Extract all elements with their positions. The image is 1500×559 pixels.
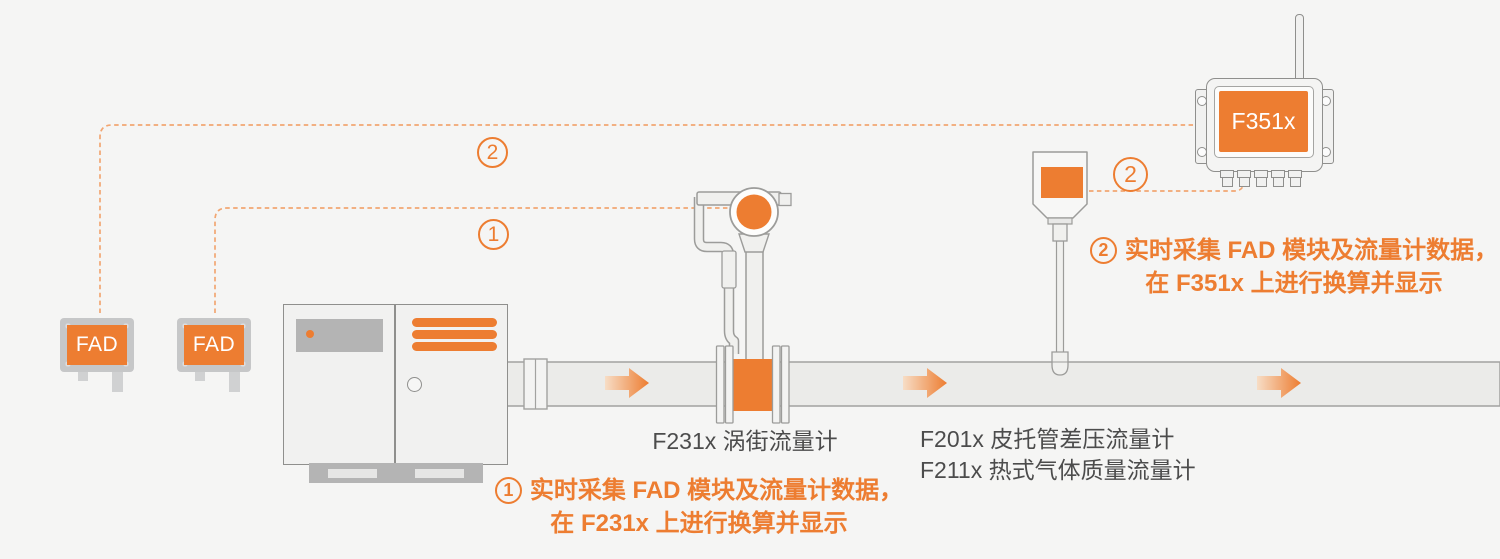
terminal-stub bbox=[1255, 177, 1267, 187]
label-probe-flowmeters: F201x 皮托管差压流量计 F211x 热式气体质量流量计 bbox=[920, 424, 1196, 486]
label-f201x-pitot: F201x 皮托管差压流量计 bbox=[920, 426, 1175, 452]
note-text: 实时采集 FAD 模块及流量计数据， bbox=[529, 477, 904, 504]
pipe-flange-left bbox=[523, 358, 548, 410]
note-number: 2 bbox=[1098, 240, 1109, 260]
marker-number: 1 bbox=[487, 222, 500, 246]
vent-bar bbox=[412, 342, 497, 351]
probe-tip bbox=[1051, 351, 1069, 376]
flange-bar bbox=[724, 345, 734, 424]
base-foot bbox=[415, 469, 464, 478]
marker-number: 2 bbox=[486, 140, 499, 164]
fad-leg bbox=[78, 372, 88, 381]
sensor-display bbox=[1041, 167, 1083, 198]
conduit-tube-fill bbox=[695, 197, 738, 354]
fad-screen: FAD bbox=[184, 325, 244, 365]
fad-screen: FAD bbox=[67, 325, 127, 365]
fad-frame: FAD bbox=[177, 318, 251, 372]
note-1: 1 实时采集 FAD 模块及流量计数据， 在 F231x 上进行换算并显示 bbox=[494, 474, 904, 540]
vent-bar bbox=[412, 330, 497, 339]
fad-leg bbox=[112, 372, 123, 392]
vent-bar bbox=[412, 318, 497, 327]
route-marker-1: 1 bbox=[478, 219, 509, 250]
power-indicator-dot bbox=[306, 330, 314, 338]
fad-frame: FAD bbox=[60, 318, 134, 372]
terminal-stub bbox=[1221, 177, 1233, 187]
meter-head-display bbox=[736, 194, 772, 230]
probe-rod bbox=[1055, 240, 1065, 354]
flow-arrow-icon bbox=[605, 368, 649, 398]
label-f231x-vortex: F231x 涡街流量计 bbox=[652, 428, 838, 454]
dashed-route-fad-to-f351x bbox=[99, 124, 1195, 313]
fad-label: FAD bbox=[75, 333, 119, 356]
flow-arrow-icon bbox=[903, 368, 947, 398]
note-1-number-icon: 1 bbox=[494, 477, 522, 504]
terminal-stub bbox=[1289, 177, 1301, 187]
bracket-tab bbox=[778, 192, 792, 207]
compressor-panel-divider bbox=[394, 305, 396, 463]
flow-arrow-icon bbox=[1257, 368, 1301, 398]
flange-bar bbox=[780, 345, 790, 424]
note-2-line-1: 2 实时采集 FAD 模块及流量计数据， bbox=[1088, 234, 1500, 267]
f351x-label: F351x bbox=[1231, 108, 1296, 134]
base-foot bbox=[328, 469, 377, 478]
route-marker-2-top: 2 bbox=[477, 137, 508, 168]
meter-body bbox=[733, 359, 773, 411]
marker-number: 2 bbox=[1124, 161, 1137, 187]
air-pipe bbox=[506, 361, 1500, 407]
flange-bar bbox=[715, 345, 725, 424]
antenna-icon bbox=[1295, 14, 1304, 82]
note-text: 实时采集 FAD 模块及流量计数据， bbox=[1124, 237, 1499, 264]
terminal-stub bbox=[1272, 177, 1284, 187]
note-1-line-2: 在 F231x 上进行换算并显示 bbox=[550, 510, 848, 537]
fad-leg bbox=[195, 372, 205, 381]
conduit-sleeve bbox=[721, 250, 737, 289]
note-2-line-2: 在 F351x 上进行换算并显示 bbox=[1145, 270, 1443, 297]
sensor-collar bbox=[1047, 217, 1073, 225]
door-knob bbox=[407, 377, 422, 392]
route-marker-2-sensor: 2 bbox=[1113, 157, 1148, 192]
label-f211x-thermal: F211x 热式气体质量流量计 bbox=[920, 457, 1196, 483]
compressor-base bbox=[309, 463, 483, 483]
flange-bar bbox=[771, 345, 781, 424]
sensor-neck bbox=[1052, 223, 1068, 242]
terminal-stub bbox=[1238, 177, 1250, 187]
meter-stem bbox=[745, 247, 764, 362]
note-number: 1 bbox=[503, 480, 514, 500]
note-1-line-1: 1 实时采集 FAD 模块及流量计数据， bbox=[494, 474, 904, 507]
dashed-route-fad-to-f231x bbox=[214, 207, 728, 313]
f351x-screen: F351x bbox=[1219, 91, 1308, 152]
note-2: 2 实时采集 FAD 模块及流量计数据， 在 F351x 上进行换算并显示 bbox=[1088, 234, 1500, 300]
fad-label: FAD bbox=[192, 333, 236, 356]
vortex-flowmeter-f231x bbox=[693, 187, 792, 424]
fad-leg bbox=[229, 372, 240, 392]
note-2-number-icon: 2 bbox=[1089, 237, 1117, 264]
insertion-flowmeter-probe bbox=[1032, 151, 1088, 376]
